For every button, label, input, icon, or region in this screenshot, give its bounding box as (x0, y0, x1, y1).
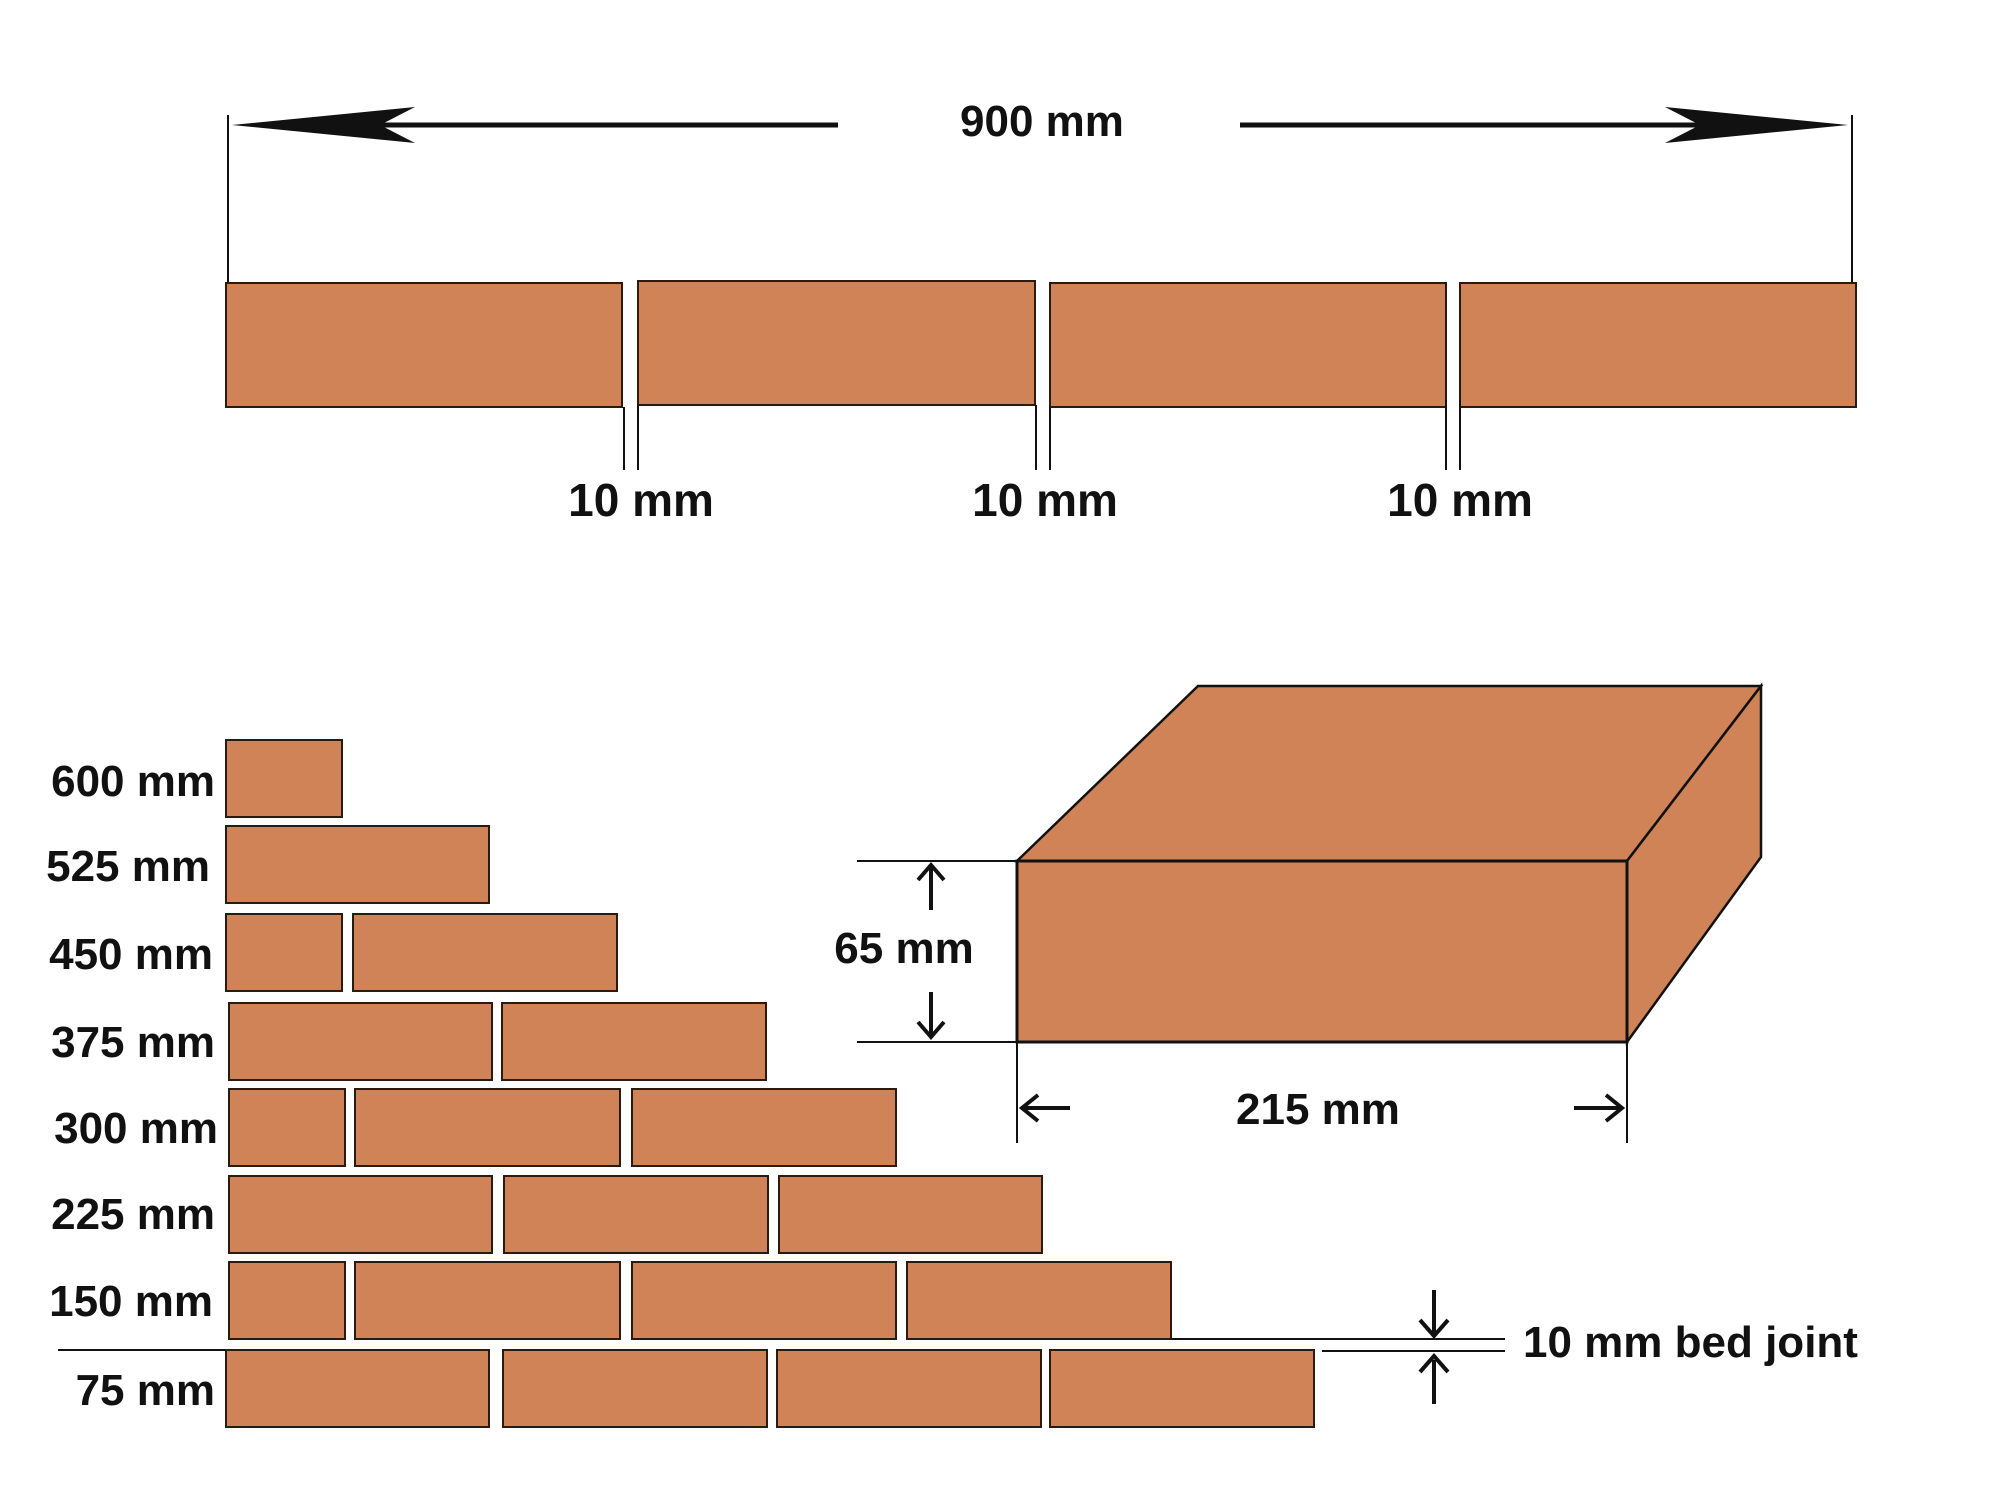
top-brick-4 (1459, 282, 1857, 408)
joint-label-2: 10 mm (972, 474, 1118, 526)
dimension-arrow-left (232, 107, 838, 143)
bed-joint-indicator (1171, 1290, 1505, 1404)
wall-brick (225, 913, 343, 992)
dimension-arrow-right (1240, 107, 1848, 143)
joint-marker-2 (1035, 405, 1051, 470)
stepped-wall: 600 mm 525 mm 450 mm 375 mm 300 mm 225 m… (46, 739, 1858, 1428)
top-course: 900 mm 10 mm 10 mm 10 mm (225, 97, 1857, 526)
top-brick-2 (637, 280, 1036, 406)
wall-brick (906, 1261, 1172, 1340)
joint-marker-3 (1445, 400, 1461, 470)
joint-label-3: 10 mm (1387, 474, 1533, 526)
course-label-300: 300 mm (54, 1104, 218, 1153)
course-label-525: 525 mm (46, 842, 210, 891)
brick-front-face (1015, 859, 1629, 1044)
course-label-375: 375 mm (51, 1018, 215, 1067)
joint-label-1: 10 mm (568, 474, 714, 526)
wall-brick (354, 1088, 621, 1167)
bed-joint-label: 10 mm bed joint (1523, 1318, 1858, 1367)
wall-brick (631, 1261, 897, 1340)
course-label-225: 225 mm (51, 1190, 215, 1239)
wall-brick (352, 913, 618, 992)
wall-brick (1049, 1349, 1315, 1428)
wall-brick (776, 1349, 1042, 1428)
height-dimension (857, 860, 1017, 1043)
wall-brick (228, 1002, 493, 1081)
brick-length-label: 215 mm (1236, 1085, 1400, 1134)
course-label-600: 600 mm (51, 757, 215, 806)
wall-brick (501, 1002, 767, 1081)
wall-brick (228, 1175, 493, 1254)
wall-brick (502, 1349, 768, 1428)
top-brick-1 (225, 282, 623, 408)
wall-brick (631, 1088, 897, 1167)
wall-brick (228, 1261, 346, 1340)
course-label-150: 150 mm (49, 1277, 213, 1326)
course-label-450: 450 mm (49, 930, 213, 979)
total-length-label: 900 mm (960, 97, 1124, 146)
joint-marker-1 (623, 405, 639, 470)
wall-brick (778, 1175, 1043, 1254)
wall-brick (228, 1088, 346, 1167)
wall-brick (225, 825, 490, 904)
wall-brick (225, 1349, 490, 1428)
brick-3d: 65 mm 215 mm (834, 682, 1764, 1143)
brick-height-label: 65 mm (834, 924, 973, 973)
wall-brick (225, 739, 343, 818)
length-dimension (1016, 1042, 1628, 1143)
course-label-75: 75 mm (76, 1366, 215, 1415)
top-brick-3 (1049, 282, 1447, 408)
wall-brick (503, 1175, 769, 1254)
wall-brick (354, 1261, 621, 1340)
